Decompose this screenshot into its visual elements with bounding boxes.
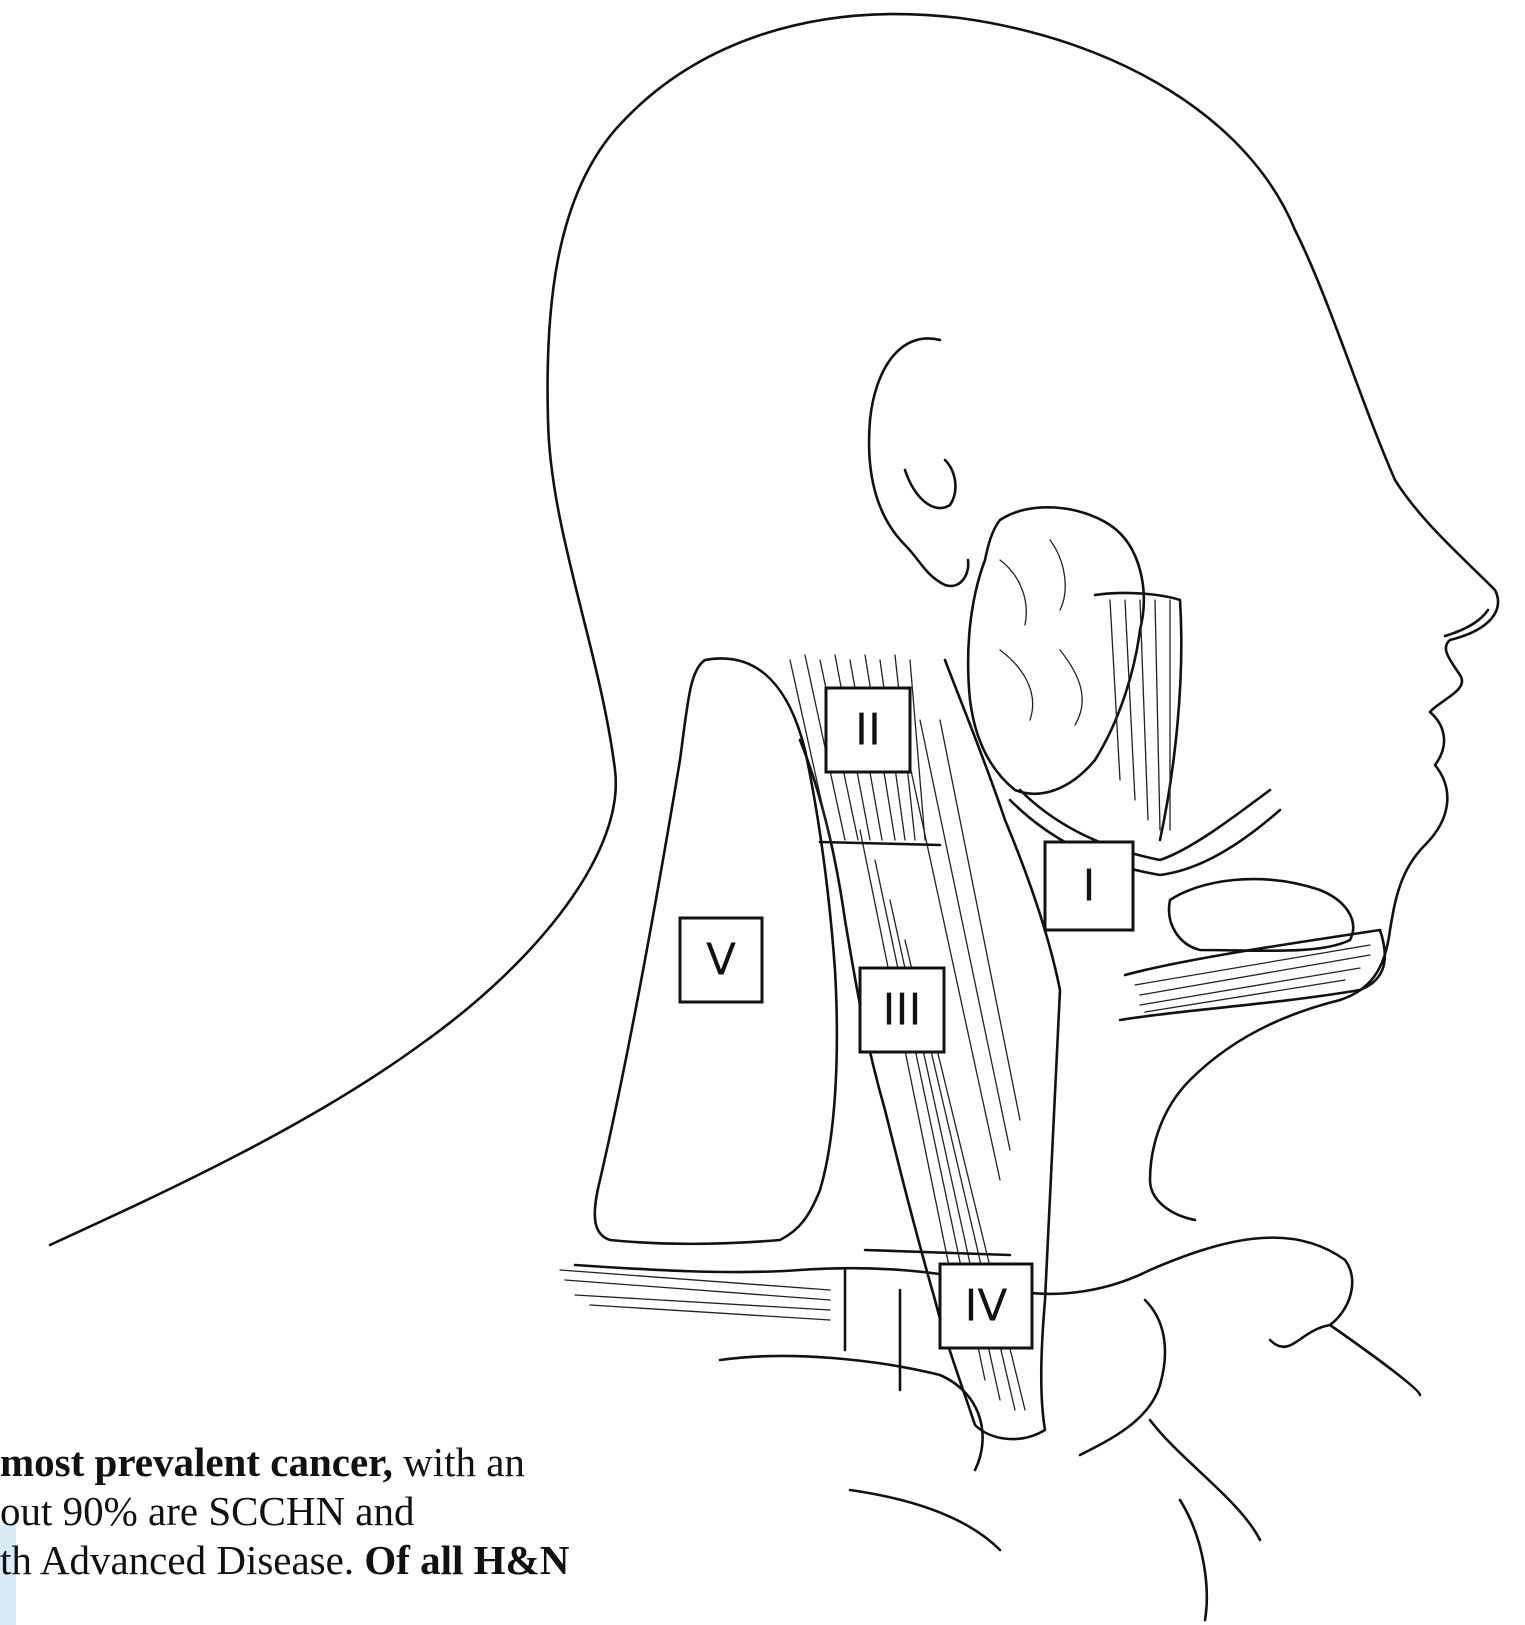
submandibular-gland bbox=[1169, 879, 1353, 951]
svg-text:V: V bbox=[706, 935, 736, 986]
masseter-muscle bbox=[1095, 593, 1181, 840]
ear bbox=[869, 338, 968, 586]
caption-text: most prevalent cancer, with an out 90% a… bbox=[0, 1438, 850, 1585]
svg-text:III: III bbox=[883, 985, 922, 1036]
svg-text:I: I bbox=[1083, 861, 1096, 912]
caption-line-2: out 90% are SCCHN and bbox=[0, 1487, 850, 1536]
nostril bbox=[1445, 610, 1488, 636]
level-i-label: I bbox=[1045, 842, 1133, 930]
level-iv-label: IV bbox=[940, 1264, 1032, 1348]
level-v-label: V bbox=[680, 918, 762, 1002]
svg-text:IV: IV bbox=[964, 1281, 1007, 1332]
face-profile bbox=[1150, 230, 1498, 1220]
head-outline bbox=[50, 14, 1295, 1245]
level-iii-label: III bbox=[860, 968, 944, 1052]
ear-inner bbox=[905, 460, 955, 508]
svg-text:II: II bbox=[855, 705, 881, 756]
caption-line-3: th Advanced Disease. Of all H&N bbox=[0, 1536, 850, 1585]
caption-line-1: most prevalent cancer, with an bbox=[0, 1438, 850, 1487]
level-ii-label: II bbox=[826, 688, 910, 772]
